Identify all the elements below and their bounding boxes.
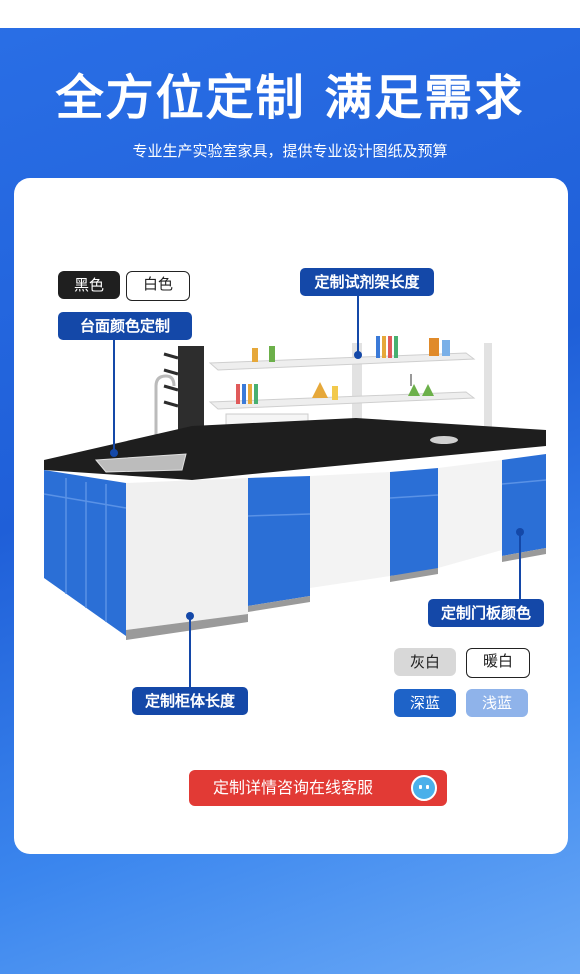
chat-bot-icon <box>411 775 437 801</box>
countertop-color-label: 台面颜色定制 <box>58 312 192 340</box>
color-graywhite-tag[interactable]: 灰白 <box>394 648 456 676</box>
color-deepblue-tag[interactable]: 深蓝 <box>394 689 456 717</box>
cabinet-length-label: 定制柜体长度 <box>132 687 248 715</box>
product-card: 黑色 白色 台面颜色定制 定制试剂架长度 定制门板颜色 灰白 暖白 深蓝 浅蓝 … <box>14 178 568 854</box>
color-black-tag[interactable]: 黑色 <box>58 271 120 299</box>
color-white-tag[interactable]: 白色 <box>126 271 190 301</box>
reagent-rack-label: 定制试剂架长度 <box>300 268 434 296</box>
color-lightblue-tag[interactable]: 浅蓝 <box>466 689 528 717</box>
leader-dot-cabinet <box>186 612 194 620</box>
lab-bench-illustration <box>43 336 547 640</box>
top-bar <box>0 0 580 28</box>
leader-dot-door <box>516 528 524 536</box>
color-warmwhite-tag[interactable]: 暖白 <box>466 648 530 678</box>
leader-dot-rack <box>354 351 362 359</box>
leader-countertop <box>113 340 115 452</box>
page-subtitle: 专业生产实验室家具，提供专业设计图纸及预算 <box>132 142 448 160</box>
leader-dot-countertop <box>110 449 118 457</box>
leader-rack <box>357 296 359 354</box>
consult-button-label: 定制详情咨询在线客服 <box>213 778 374 797</box>
consult-button[interactable]: 定制详情咨询在线客服 <box>189 770 447 806</box>
leader-door <box>519 532 521 599</box>
page-title: 全方位定制 满足需求 <box>55 70 525 126</box>
leader-cabinet <box>189 616 191 687</box>
door-panel-label: 定制门板颜色 <box>428 599 544 627</box>
